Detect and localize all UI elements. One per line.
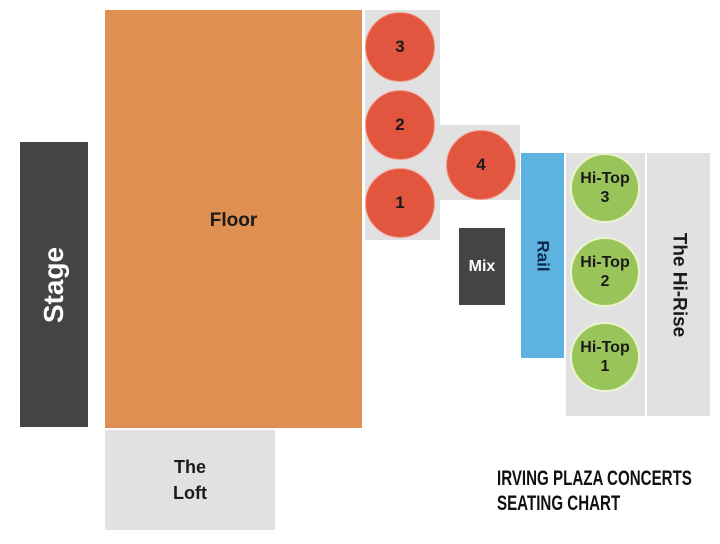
table-4[interactable]: 4 <box>446 130 516 200</box>
section-the-hi-rise[interactable]: The Hi-Rise <box>647 153 710 416</box>
section-floor[interactable]: Floor <box>105 10 362 428</box>
chart-title: IRVING PLAZA CONCERTS SEATING CHART <box>497 467 692 515</box>
section-rail[interactable]: Rail <box>521 153 564 358</box>
section-stage[interactable]: Stage <box>20 142 88 427</box>
table-2[interactable]: 2 <box>365 90 435 160</box>
mix-booth: Mix <box>459 228 505 305</box>
table-1[interactable]: 1 <box>365 168 435 238</box>
table-3[interactable]: 3 <box>365 12 435 82</box>
